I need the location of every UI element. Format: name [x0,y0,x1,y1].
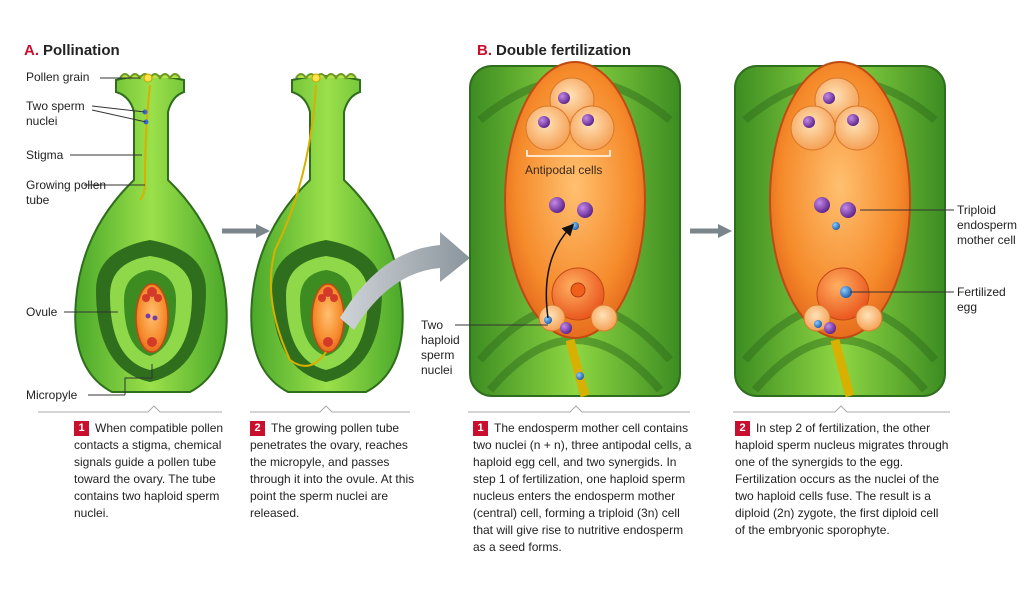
arrow-b1-b2-head [718,224,732,238]
label-fertilized-egg: Fertilized egg [957,285,1006,315]
panel-b1 [470,62,680,396]
label-two-haploid-sperm-nuclei: Two haploid sperm nuclei [421,318,460,378]
arrow-a1-a2-head [256,224,270,238]
step-number-badge: 1 [473,421,488,436]
pistil-1 [75,74,227,392]
step-text: In step 2 of fertilization, the other ha… [735,421,948,537]
label-growing-pollen-tube: Growing pollen tube [26,178,106,208]
step-text: When compatible pollen contacts a stigma… [74,421,223,520]
step-text: The growing pollen tube penetrates the o… [250,421,414,520]
step-number-badge: 2 [735,421,750,436]
label-ovule: Ovule [26,305,57,320]
label-two-sperm-nuclei: Two sperm nuclei [26,99,85,129]
label-stigma: Stigma [26,148,63,163]
label-triploid-endosperm: Triploid endosperm mother cell [957,203,1017,248]
label-antipodal-cells: Antipodal cells [525,163,602,178]
pistil-2 [251,74,403,392]
caption-brackets [38,406,950,412]
step-text: The endosperm mother cell contains two n… [473,421,691,554]
label-micropyle: Micropyle [26,388,77,403]
step-number-badge: 2 [250,421,265,436]
label-pollen-grain: Pollen grain [26,70,89,85]
panel-b2 [735,62,945,396]
step-number-badge: 1 [74,421,89,436]
